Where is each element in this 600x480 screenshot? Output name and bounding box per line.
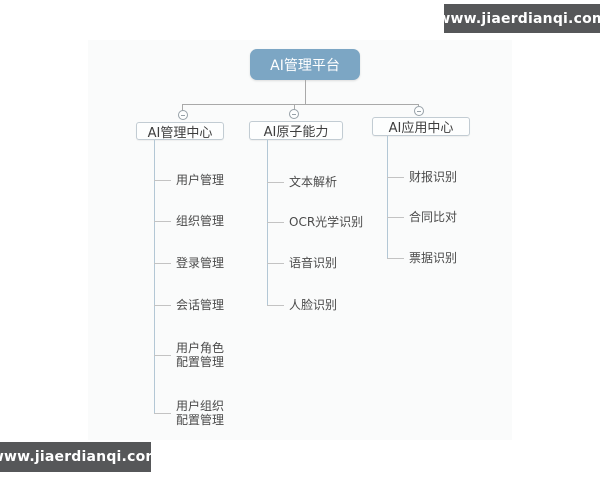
leaf-connector [154,413,171,414]
watermark-text: www.jiaerdianqi.com [437,10,600,27]
leaf-node-speech-recognition[interactable]: 语音识别 [289,256,338,270]
branch-spine [154,140,155,413]
watermark-bottom-left: www.jiaerdianqi.com [0,442,160,472]
leaf-node-contract-comparison[interactable]: 合同比对 [409,210,458,224]
branch-spine [387,136,388,258]
leaf-node-ocr-recognition[interactable]: OCR光学识别 [289,215,364,229]
leaf-node-financial-report-recognition[interactable]: 财报识别 [409,170,458,184]
leaf-connector [387,177,404,178]
leaf-node-text-parsing[interactable]: 文本解析 [289,175,338,189]
connector-line [418,104,419,106]
watermark-top-right: www.jiaerdianqi.com [437,4,600,33]
branch-node-ai-atomic-capability[interactable]: AI原子能力 [249,121,343,140]
diagram-panel [88,40,512,440]
leaf-connector [267,222,284,223]
root-node-ai-platform[interactable]: AI管理平台 [250,49,360,80]
leaf-connector [154,263,171,264]
watermark-text: www.jiaerdianqi.com [0,449,161,465]
connector-line [182,104,183,111]
leaf-connector [154,221,171,222]
collapse-minus-icon[interactable] [289,109,299,119]
connector-line [182,104,419,105]
leaf-node-user-management[interactable]: 用户管理 [176,173,225,187]
collapse-minus-icon[interactable] [178,110,188,120]
leaf-node-invoice-recognition[interactable]: 票据识别 [409,251,458,265]
leaf-connector [154,180,171,181]
branch-node-ai-application-center[interactable]: AI应用中心 [372,117,470,136]
leaf-node-login-management[interactable]: 登录管理 [176,256,225,270]
leaf-connector [267,305,284,306]
branch-node-ai-management-center[interactable]: AI管理中心 [136,122,224,141]
leaf-connector [154,305,171,306]
leaf-connector [267,182,284,183]
connector-line [305,80,306,104]
leaf-connector [387,258,404,259]
leaf-node-face-recognition[interactable]: 人脸识别 [289,298,338,312]
leaf-node-session-management[interactable]: 会话管理 [176,298,225,312]
leaf-node-user-role-config[interactable]: 用户角色 配置管理 [176,341,225,369]
connector-line [294,104,295,110]
leaf-node-user-org-config[interactable]: 用户组织 配置管理 [176,399,225,427]
leaf-connector [267,263,284,264]
collapse-minus-icon[interactable] [414,106,424,116]
leaf-connector [387,217,404,218]
leaf-node-org-management[interactable]: 组织管理 [176,214,225,228]
leaf-connector [154,355,171,356]
